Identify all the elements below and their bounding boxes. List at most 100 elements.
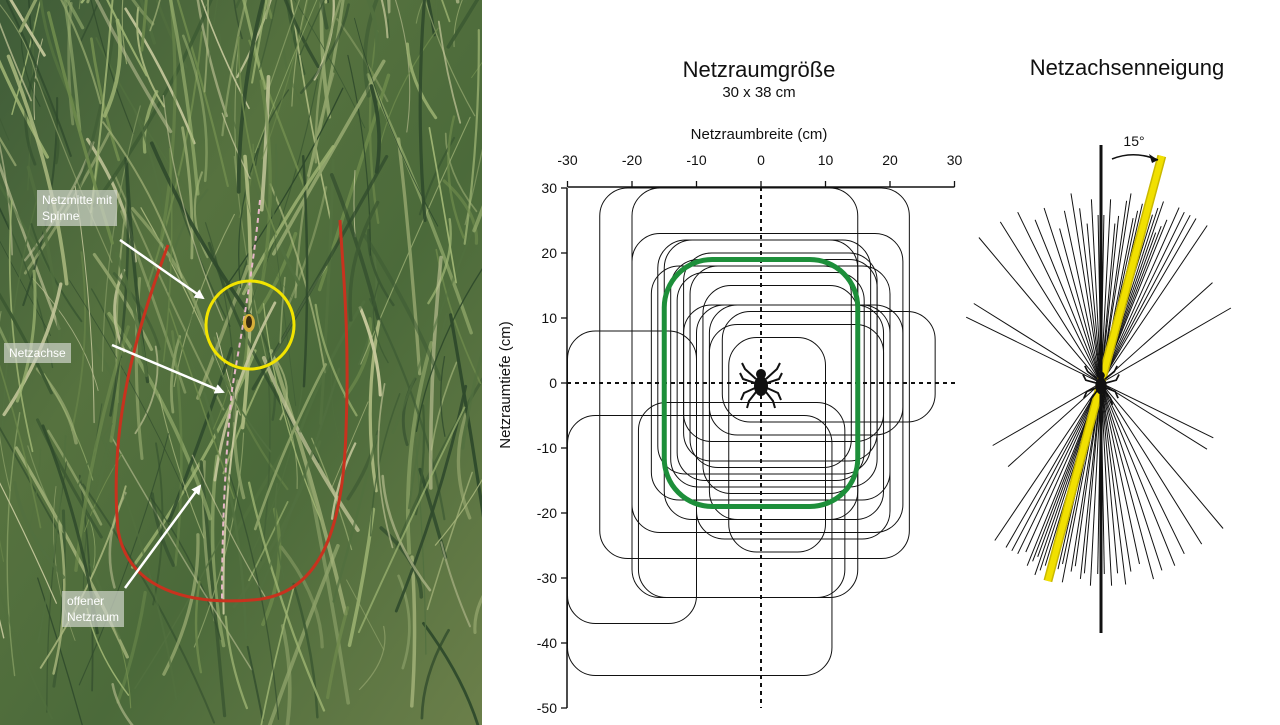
- grass-blade: [260, 586, 295, 725]
- grass-blade: [248, 501, 289, 582]
- grass-blade: [420, 628, 450, 720]
- size-chart-subtitle: 30 x 38 cm: [722, 84, 795, 101]
- grass-blade: [36, 77, 113, 263]
- grass-blade: [314, 0, 342, 164]
- grass-blade: [369, 84, 381, 174]
- grass-blade: [0, 59, 49, 159]
- grass-blade: [213, 301, 277, 482]
- grass-blade: [405, 42, 438, 120]
- grass-blade: [238, 148, 259, 289]
- grass-blade: [0, 364, 42, 529]
- grass-blade: [224, 615, 249, 710]
- grass-blade: [372, 282, 389, 364]
- grass-photo: [0, 0, 482, 725]
- grass-blade: [18, 0, 38, 33]
- grass-blade: [437, 20, 462, 124]
- y-tick-label: -40: [537, 635, 557, 651]
- y-tick-label: -20: [537, 505, 557, 521]
- grass-blade: [219, 34, 260, 198]
- grass-blade: [236, 0, 272, 79]
- grass-blade: [446, 0, 480, 49]
- web-outline: [670, 259, 878, 488]
- grass-blade: [264, 0, 271, 20]
- grass-blade: [274, 482, 285, 580]
- grass-blade: [222, 410, 239, 615]
- grass-blade: [0, 182, 115, 379]
- grass-blade: [6, 54, 69, 286]
- grass-blade: [440, 541, 471, 628]
- web-outline: [728, 337, 826, 553]
- arrow-to-center: [119, 238, 205, 300]
- grass-blade: [314, 303, 358, 417]
- grass-blade: [394, 0, 411, 133]
- grass-blade: [229, 474, 280, 720]
- grass-blade: [243, 178, 292, 298]
- grass-blade: [343, 317, 373, 399]
- grass-blade: [65, 0, 85, 30]
- grass-blade: [8, 199, 34, 453]
- grass-blade: [47, 429, 103, 526]
- y-tick-label: 0: [549, 375, 557, 391]
- grass-blade: [14, 446, 129, 659]
- grass-blade: [68, 279, 187, 495]
- grass-blade: [331, 401, 369, 488]
- label-web-axis: Netzachse: [4, 343, 71, 363]
- grass-blade: [102, 121, 183, 279]
- grass-blade: [199, 460, 227, 718]
- grass-blade: [5, 0, 72, 157]
- grass-blade: [90, 0, 135, 135]
- diagram-canvas: Netzraumgröße 30 x 38 cm Netzraumbreite …: [497, 55, 1232, 716]
- grass-blade: [242, 0, 267, 90]
- x-tick-label: -10: [686, 152, 706, 168]
- grass-blade: [258, 0, 278, 71]
- grass-blade: [472, 205, 482, 233]
- web-axis-line: [1034, 219, 1176, 566]
- grass-blade: [371, 0, 375, 20]
- grass-blade: [171, 330, 183, 567]
- grass-blade: [0, 4, 38, 82]
- mean-axis-line: [1045, 155, 1165, 582]
- label-open-space: offener Netzraum: [62, 591, 125, 627]
- grass-blade: [407, 312, 448, 510]
- grass-blade: [414, 436, 427, 655]
- grass-blade: [120, 646, 132, 709]
- grass-blade: [6, 412, 21, 677]
- grass-blade: [131, 349, 257, 569]
- web-outlines: [567, 187, 936, 676]
- grass-blade: [89, 0, 114, 214]
- web-axis-line: [973, 303, 1208, 450]
- web-axis-line: [992, 307, 1232, 446]
- grass-blade: [181, 126, 194, 260]
- grass-blade: [381, 474, 432, 592]
- grass-blade: [26, 165, 63, 363]
- grass-blade: [173, 213, 235, 388]
- grass-blade: [110, 435, 253, 671]
- web-outline: [599, 187, 910, 559]
- grass-blade: [248, 143, 278, 314]
- grass-blade: [70, 251, 87, 432]
- grass-blade: [133, 107, 170, 293]
- grass-blade: [377, 383, 394, 549]
- web-center-circle: [204, 279, 296, 371]
- grass-blade: [434, 0, 438, 23]
- grass-blade: [91, 0, 213, 208]
- grass-blade: [441, 0, 451, 23]
- grass-blade: [237, 36, 277, 236]
- grass-blade: [27, 445, 64, 534]
- grass-blade: [283, 0, 320, 69]
- grass-blade: [319, 0, 329, 30]
- grass-blade: [82, 347, 134, 572]
- grass-blade: [299, 3, 350, 95]
- grass-blade: [149, 0, 161, 32]
- grass-blade: [236, 0, 265, 194]
- grass-blade: [32, 278, 99, 391]
- grass-blade: [136, 6, 165, 108]
- angle-arrow-head: [1149, 154, 1158, 163]
- arrow-to-axis: [111, 343, 225, 394]
- grass-blade: [426, 471, 473, 611]
- grass-blade: [434, 478, 482, 546]
- grass-blade: [422, 622, 480, 725]
- grass-blade: [106, 0, 148, 77]
- grass-blade: [37, 435, 67, 644]
- grass-blade: [280, 624, 292, 725]
